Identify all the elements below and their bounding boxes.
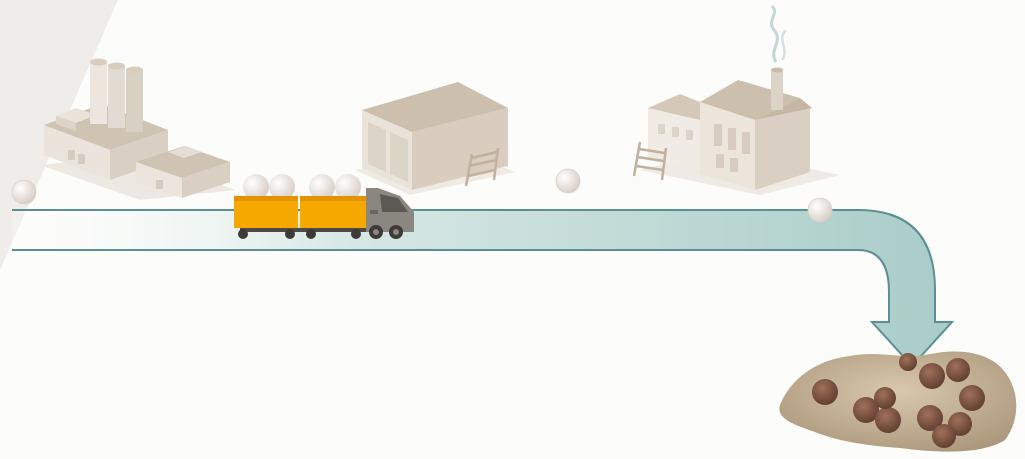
pellet-icon: [555, 168, 581, 194]
flow-arrow: [12, 209, 955, 368]
pellet-icon: [807, 197, 833, 223]
warehouse-icon: [355, 82, 515, 195]
landfill-pile-icon: [779, 351, 1017, 452]
pellet-icon: [11, 179, 37, 205]
factory-with-chimneys-icon: [40, 58, 235, 200]
truck-icon: [234, 174, 414, 239]
workshop-with-chimney-icon: [632, 4, 840, 195]
